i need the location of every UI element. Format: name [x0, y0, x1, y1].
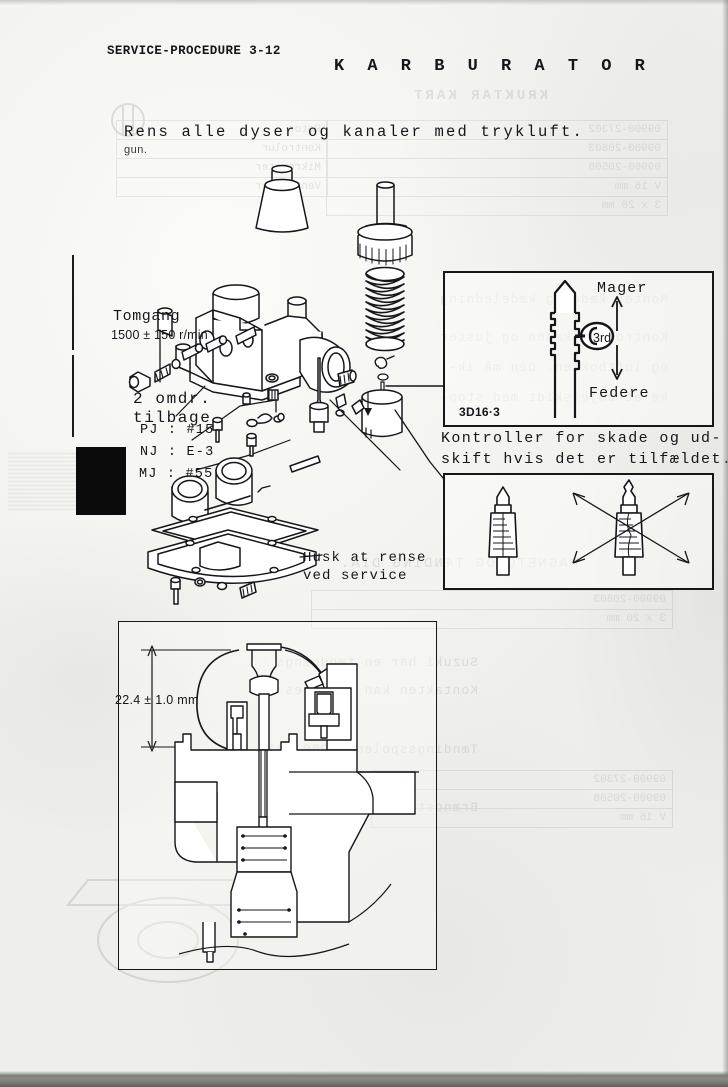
revision-bar-upper — [72, 255, 74, 350]
instruction-text: Rens alle dyser og kanaler med trykluft. — [124, 123, 585, 141]
float-bowl-clean-note: Husk at rense ved service — [303, 550, 427, 584]
main-jet-spec: MJ : #55 — [139, 467, 214, 482]
inspect-line-2: skift hvis det er tilfældet. — [441, 451, 728, 468]
pilot-screw-turns-label: 2 omdr. tilbage — [133, 390, 212, 427]
float-height-dimension: 22.4 ± 1.0 mm — [115, 693, 199, 707]
scan-edge-right — [722, 0, 728, 1087]
pilot-jet-spec: PJ : #15 — [140, 423, 215, 438]
carburettor-cross-section-box: 22.4 ± 1.0 mm — [115, 621, 437, 970]
needle-part-code: 3D16·3 — [459, 405, 501, 419]
scan-smudge — [8, 452, 78, 510]
idle-speed-value: 1500 ± 150 r/min — [111, 328, 208, 342]
inspect-line-1: Kontroller for skade og ud- — [441, 430, 722, 447]
needle-lean-label: Mager — [597, 280, 648, 297]
carburettor-cross-section-diagram — [141, 643, 419, 963]
scan-edge-bottom-soft — [0, 1071, 728, 1075]
needle-wear-comparison-box — [443, 473, 714, 590]
revision-bar-lower — [72, 355, 74, 437]
needle-rich-label: Federe — [589, 385, 650, 402]
scan-black-blob — [76, 447, 126, 515]
page-header-procedure: SERVICE-PROCEDURE 3-12 — [107, 44, 281, 58]
jet-needle-inset-box: Mager 3rd Federe 3D16·3 — [443, 271, 714, 427]
inspect-instruction: Kontroller for skade og ud- skift hvis d… — [441, 428, 728, 470]
needle-jet-spec: NJ : E-3 — [140, 445, 215, 460]
scan-edge-top — [0, 0, 728, 5]
jet-needle-diagram — [549, 279, 623, 418]
instruction-bleed-text: gun. — [124, 144, 148, 156]
needle-wear-diagram — [488, 479, 690, 576]
page-title: K A R B U R A T O R — [334, 57, 652, 76]
idle-speed-label: Tomgang — [113, 308, 181, 325]
needle-clip-position: 3rd — [593, 331, 612, 345]
scan-edge-bottom — [0, 1075, 728, 1087]
